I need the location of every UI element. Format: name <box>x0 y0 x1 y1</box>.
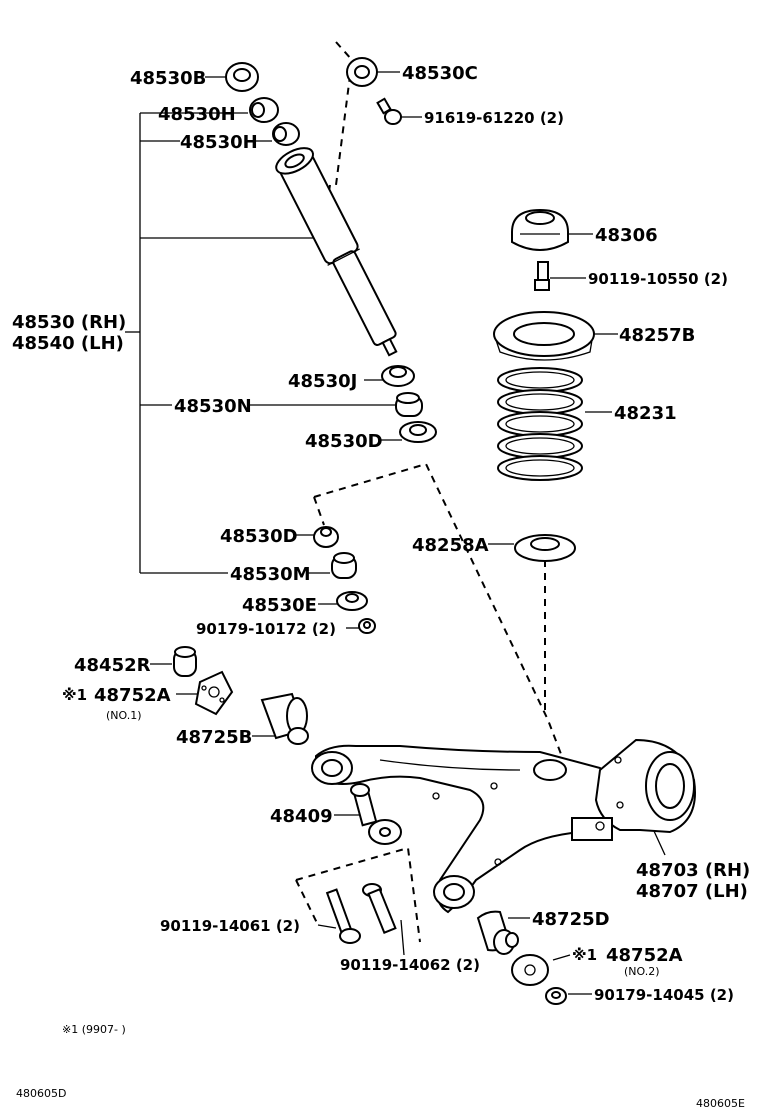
spring-insulator-48258a <box>514 534 576 562</box>
label-48725b: 48725B <box>176 727 252 748</box>
bolt-90119-10550 <box>534 261 550 291</box>
shock-absorber <box>275 147 398 357</box>
lower-suspension-arm <box>311 744 616 914</box>
label-48530h-lower: 48530H <box>180 132 258 153</box>
label-48530b: 48530B <box>130 68 206 89</box>
label-48752a-no1: 48752A <box>94 685 171 706</box>
label-48530c: 48530C <box>402 63 478 84</box>
label-48530n: 48530N <box>174 396 252 417</box>
bushing-48530h-upper <box>249 97 279 123</box>
label-48752a-no2-mark: ※1 <box>572 946 597 964</box>
nut-90179-10172 <box>358 618 376 634</box>
part-labels: 48530B 48530C 48530H 91619-61220 (2) 485… <box>12 63 750 1110</box>
washer-48530c <box>346 57 378 87</box>
footnote: ※1 (9907- ) <box>62 1023 126 1036</box>
label-48452r: 48452R <box>74 655 151 676</box>
label-48409: 48409 <box>270 806 333 827</box>
label-48258a: 48258A <box>412 535 489 556</box>
knuckle-48703-48707 <box>571 738 696 841</box>
label-48752a-no2: 48752A <box>606 945 683 966</box>
coil-spring-48231 <box>497 367 583 481</box>
label-48530-rh: 48530 (RH) <box>12 312 126 333</box>
nut-90179-14045 <box>545 987 567 1005</box>
bushing-48530d-lower <box>313 526 339 548</box>
label-48707-lh: 48707 (LH) <box>636 881 748 902</box>
label-48231: 48231 <box>614 403 677 424</box>
diagram-code-left: 480605D <box>16 1087 66 1100</box>
bushing-48530j <box>381 365 415 387</box>
label-90119-14061: 90119-14061 (2) <box>160 917 300 935</box>
label-48530j: 48530J <box>288 371 357 392</box>
washer-48530e <box>336 591 368 611</box>
label-48725d: 48725D <box>532 909 610 930</box>
label-90119-14062: 90119-14062 (2) <box>340 956 480 974</box>
bushing-48530n <box>395 392 423 417</box>
label-48530d-lower: 48530D <box>220 526 298 547</box>
stopper-48452r <box>173 646 197 677</box>
label-48530d-upper: 48530D <box>305 431 383 452</box>
cam-plate-48752a-no1 <box>194 670 234 716</box>
bolt-48409 <box>350 783 402 845</box>
bolt-90119-14062 <box>362 883 397 935</box>
label-48306: 48306 <box>595 225 658 246</box>
label-48752a-no2-sub: (NO.2) <box>624 965 660 978</box>
spring-insulator-48306 <box>511 208 569 251</box>
bushing-48725d <box>476 910 519 955</box>
label-48752a-no1-sub: (NO.1) <box>106 709 142 722</box>
leader-lines <box>125 71 666 995</box>
bolt-90119-14061 <box>325 888 361 944</box>
bushing-48530b <box>225 62 259 92</box>
label-48530m: 48530M <box>230 564 311 585</box>
bushing-48725b <box>260 692 309 745</box>
bushing-48530d-upper <box>399 421 437 443</box>
bolt-91619 <box>376 97 402 125</box>
label-48530h-upper: 48530H <box>158 104 236 125</box>
cam-plate-48752a-no2 <box>511 954 549 986</box>
spring-seat-48257b <box>493 311 595 361</box>
bushing-48530h-lower <box>272 122 300 146</box>
label-48703-rh: 48703 (RH) <box>636 860 750 881</box>
label-48257b: 48257B <box>619 325 695 346</box>
label-48752a-no1-mark: ※1 <box>62 686 87 704</box>
label-91619-61220: 91619-61220 (2) <box>424 109 564 127</box>
diagram-code-right: 480605E <box>696 1097 745 1110</box>
label-90119-10550: 90119-10550 (2) <box>588 270 728 288</box>
label-90179-14045: 90179-14045 (2) <box>594 986 734 1004</box>
bushing-48530m <box>331 552 357 579</box>
label-48540-lh: 48540 (LH) <box>12 333 124 354</box>
label-90179-10172: 90179-10172 (2) <box>196 620 336 638</box>
label-48530e: 48530E <box>242 595 317 616</box>
